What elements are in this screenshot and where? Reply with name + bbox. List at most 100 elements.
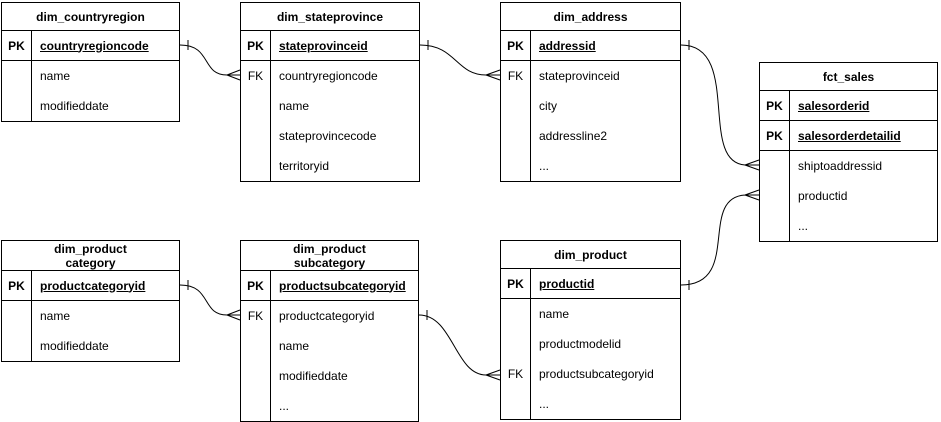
- pk-label: PK: [760, 91, 790, 120]
- fk-label: FK: [241, 61, 271, 91]
- pk-label: PK: [501, 269, 531, 298]
- attribute-row: stateprovincecode: [241, 121, 419, 151]
- relation-countryregion-to-stateprovince: [179, 40, 241, 81]
- column-name: name: [40, 309, 71, 323]
- attribute-row: modifieddate: [2, 91, 179, 121]
- column-name: modifieddate: [40, 99, 109, 113]
- entity-dim-product[interactable]: dim_product PK productid name productmod…: [500, 240, 681, 420]
- attribute-row: ...: [241, 391, 418, 421]
- column-name: countryregioncode: [40, 38, 149, 53]
- fk-label: FK: [501, 359, 531, 389]
- pk-label: PK: [241, 271, 271, 300]
- column-name: city: [539, 99, 557, 113]
- key-cell: [241, 331, 271, 361]
- key-cell: [241, 391, 271, 421]
- column-name: ...: [279, 399, 290, 413]
- attribute-row: modifieddate: [2, 331, 179, 361]
- relation-productcategory-to-productsubcategory: [179, 280, 241, 321]
- entity-dim-productcategory[interactable]: dim_product category PK productcategoryi…: [1, 240, 180, 362]
- entity-title: dim_countryregion: [2, 3, 179, 31]
- attribute-row: FK productcategoryid: [241, 301, 418, 331]
- attribute-row: FK stateprovinceid: [501, 61, 680, 91]
- attribute-row: FK countryregioncode: [241, 61, 419, 91]
- entity-dim-countryregion[interactable]: dim_countryregion PK countryregioncode n…: [1, 2, 180, 122]
- relation-stateprovince-to-address: [419, 40, 501, 81]
- column-name: addressline2: [539, 129, 608, 143]
- column-name: addressid: [539, 38, 596, 53]
- column-name: productcategoryid: [40, 278, 146, 293]
- entity-title: fct_sales: [760, 63, 937, 91]
- column-name: shiptoaddressid: [798, 159, 883, 173]
- entity-title: dim_product subcategory: [241, 241, 418, 271]
- attribute-row: productmodelid: [501, 329, 680, 359]
- pk-label: PK: [2, 271, 32, 300]
- column-name: modifieddate: [279, 369, 348, 383]
- column-name: stateprovinceid: [279, 38, 368, 53]
- attribute-row: ...: [501, 151, 680, 181]
- attribute-row: addressline2: [501, 121, 680, 151]
- relation-address-to-fctsales: [680, 40, 760, 171]
- attribute-row: modifieddate: [241, 361, 418, 391]
- column-name: salesorderdetailid: [798, 128, 901, 143]
- key-cell: [241, 121, 271, 151]
- attribute-row: name: [2, 61, 179, 91]
- column-name: modifieddate: [40, 339, 109, 353]
- attribute-row: PK countryregioncode: [2, 31, 179, 61]
- column-name: stateprovincecode: [279, 129, 377, 143]
- key-cell: [760, 151, 790, 181]
- column-name: salesorderid: [798, 98, 870, 113]
- entity-title: dim_product category: [2, 241, 179, 271]
- attribute-row: name: [241, 331, 418, 361]
- column-name: name: [279, 99, 310, 113]
- attribute-row: PK productsubcategoryid: [241, 271, 418, 301]
- relation-productsubcategory-to-product: [418, 310, 501, 381]
- key-cell: [241, 361, 271, 391]
- relation-product-to-fctsales: [680, 189, 760, 290]
- attribute-row: name: [2, 301, 179, 331]
- attribute-row: ...: [501, 389, 680, 419]
- entity-dim-stateprovince[interactable]: dim_stateprovince PK stateprovinceid FK …: [240, 2, 420, 182]
- column-name: territoryid: [279, 159, 330, 173]
- key-cell: [501, 91, 531, 121]
- pk-label: PK: [241, 31, 271, 60]
- attribute-row: name: [501, 299, 680, 329]
- attribute-row: shiptoaddressid: [760, 151, 937, 181]
- entity-dim-productsubcategory[interactable]: dim_product subcategory PK productsubcat…: [240, 240, 419, 422]
- column-name: productmodelid: [539, 337, 622, 351]
- attribute-row: ...: [760, 211, 937, 241]
- attribute-row: PK addressid: [501, 31, 680, 61]
- attribute-row: PK salesorderid: [760, 91, 937, 121]
- key-cell: [760, 181, 790, 211]
- key-cell: [760, 211, 790, 241]
- entity-dim-address[interactable]: dim_address PK addressid FK stateprovinc…: [500, 2, 681, 182]
- column-name: productsubcategoryid: [539, 367, 654, 381]
- entity-title: dim_product: [501, 241, 680, 269]
- key-cell: [2, 91, 32, 121]
- entity-title: dim_stateprovince: [241, 3, 419, 31]
- fk-label: FK: [501, 61, 531, 91]
- key-cell: [501, 121, 531, 151]
- attribute-row: name: [241, 91, 419, 121]
- column-name: name: [539, 307, 570, 321]
- column-name: countryregioncode: [279, 69, 378, 83]
- entity-fct-sales[interactable]: fct_sales PK salesorderid PK salesorderd…: [759, 62, 938, 242]
- pk-label: PK: [501, 31, 531, 60]
- column-name: name: [40, 69, 71, 83]
- attribute-row: PK stateprovinceid: [241, 31, 419, 61]
- key-cell: [501, 151, 531, 181]
- entity-title: dim_address: [501, 3, 680, 31]
- attribute-row: PK productid: [501, 269, 680, 299]
- attribute-row: territoryid: [241, 151, 419, 181]
- column-name: stateprovinceid: [539, 69, 620, 83]
- column-name: productid: [798, 189, 848, 203]
- key-cell: [501, 329, 531, 359]
- column-name: ...: [539, 159, 550, 173]
- key-cell: [501, 389, 531, 419]
- column-name: name: [279, 339, 310, 353]
- key-cell: [241, 91, 271, 121]
- key-cell: [2, 331, 32, 361]
- key-cell: [241, 151, 271, 181]
- column-name: productid: [539, 276, 595, 291]
- column-name: productcategoryid: [279, 309, 375, 323]
